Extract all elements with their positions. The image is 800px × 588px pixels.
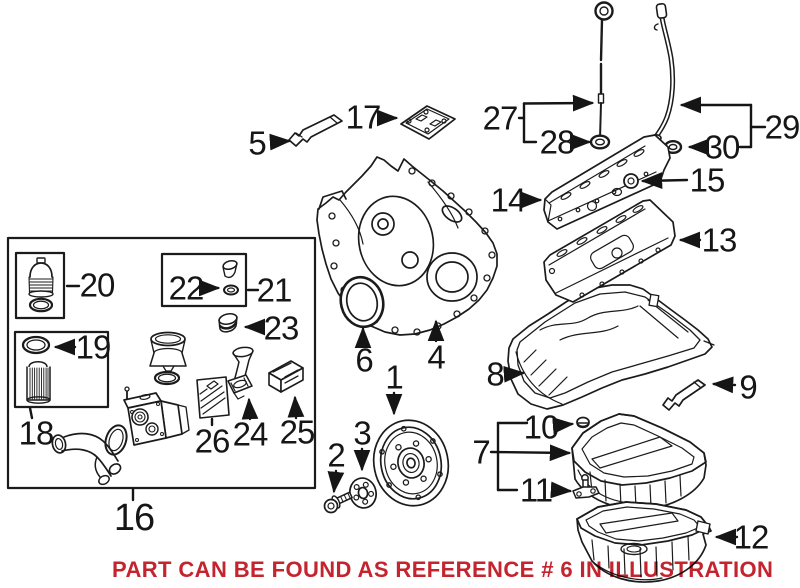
coolant-pipe-drawing (51, 432, 122, 486)
callout-2: 2 (327, 436, 345, 474)
callout-30: 30 (704, 128, 741, 166)
gasket-set-26-drawing (196, 376, 230, 419)
filter-cap-drawing (28, 257, 54, 313)
lower-oil-pan-drawing (576, 501, 712, 583)
callout-27: 27 (482, 99, 519, 137)
callout-12: 12 (733, 518, 770, 556)
callout-13: 13 (701, 221, 738, 259)
leader-lines (28, 94, 767, 546)
callout-24: 24 (232, 415, 269, 453)
callout-20: 20 (79, 266, 116, 304)
callout-25: 25 (279, 413, 316, 451)
oil-plug-drawing (576, 416, 590, 429)
drain-plug-drawing (572, 474, 600, 499)
callout-16: 16 (113, 497, 155, 539)
callout-28: 28 (539, 123, 576, 161)
sealant-tube-drawing (288, 114, 343, 147)
valve-cover-left-drawing (543, 199, 676, 303)
callout-4: 4 (427, 338, 445, 376)
callout-8: 8 (486, 355, 504, 393)
oil-pan-drawing (571, 413, 707, 511)
upper-oil-pan-drawing (507, 284, 715, 410)
cap-23-drawing (218, 312, 238, 333)
plug-and-seal-drawing (222, 259, 239, 296)
callout-10: 10 (523, 408, 560, 446)
valve-cover-right-drawing (543, 134, 671, 230)
callout-22: 22 (168, 269, 205, 307)
callout-29: 29 (764, 108, 800, 146)
crank-seal-drawing (339, 275, 385, 329)
callout-3: 3 (353, 414, 371, 452)
bracket-25-drawing (268, 360, 304, 393)
gasket-strip-drawing (400, 105, 456, 140)
caption: PART CAN BE FOUND AS REFERENCE # 6 IN IL… (112, 557, 774, 582)
callout-6: 6 (355, 341, 373, 379)
callout-23: 23 (263, 309, 300, 347)
callout-15: 15 (689, 161, 726, 199)
drive-plate-drawing (349, 477, 377, 509)
sealant-tube-2-drawing (662, 379, 706, 411)
callout-17: 17 (345, 98, 382, 136)
callout-19: 19 (75, 328, 112, 366)
callout-21: 21 (256, 271, 293, 309)
callout-11: 11 (519, 471, 553, 509)
oil-cap-drawing (623, 173, 639, 189)
oil-pump-drawing (104, 386, 190, 456)
callout-7: 7 (472, 433, 490, 471)
oring-and-filter-drawing (21, 335, 51, 404)
callout-18: 18 (18, 414, 55, 452)
suction-tube-24-drawing (227, 346, 254, 400)
flywheel-drawing (372, 419, 450, 507)
callout-1: 1 (385, 358, 403, 396)
filler-funnel-drawing (149, 331, 187, 386)
callout-26: 26 (194, 422, 231, 460)
callout-5: 5 (248, 124, 266, 162)
callout-14: 14 (490, 181, 527, 219)
kit-box-16 (6, 236, 317, 490)
callout-9: 9 (739, 368, 757, 406)
bolt-drawing (323, 491, 353, 514)
